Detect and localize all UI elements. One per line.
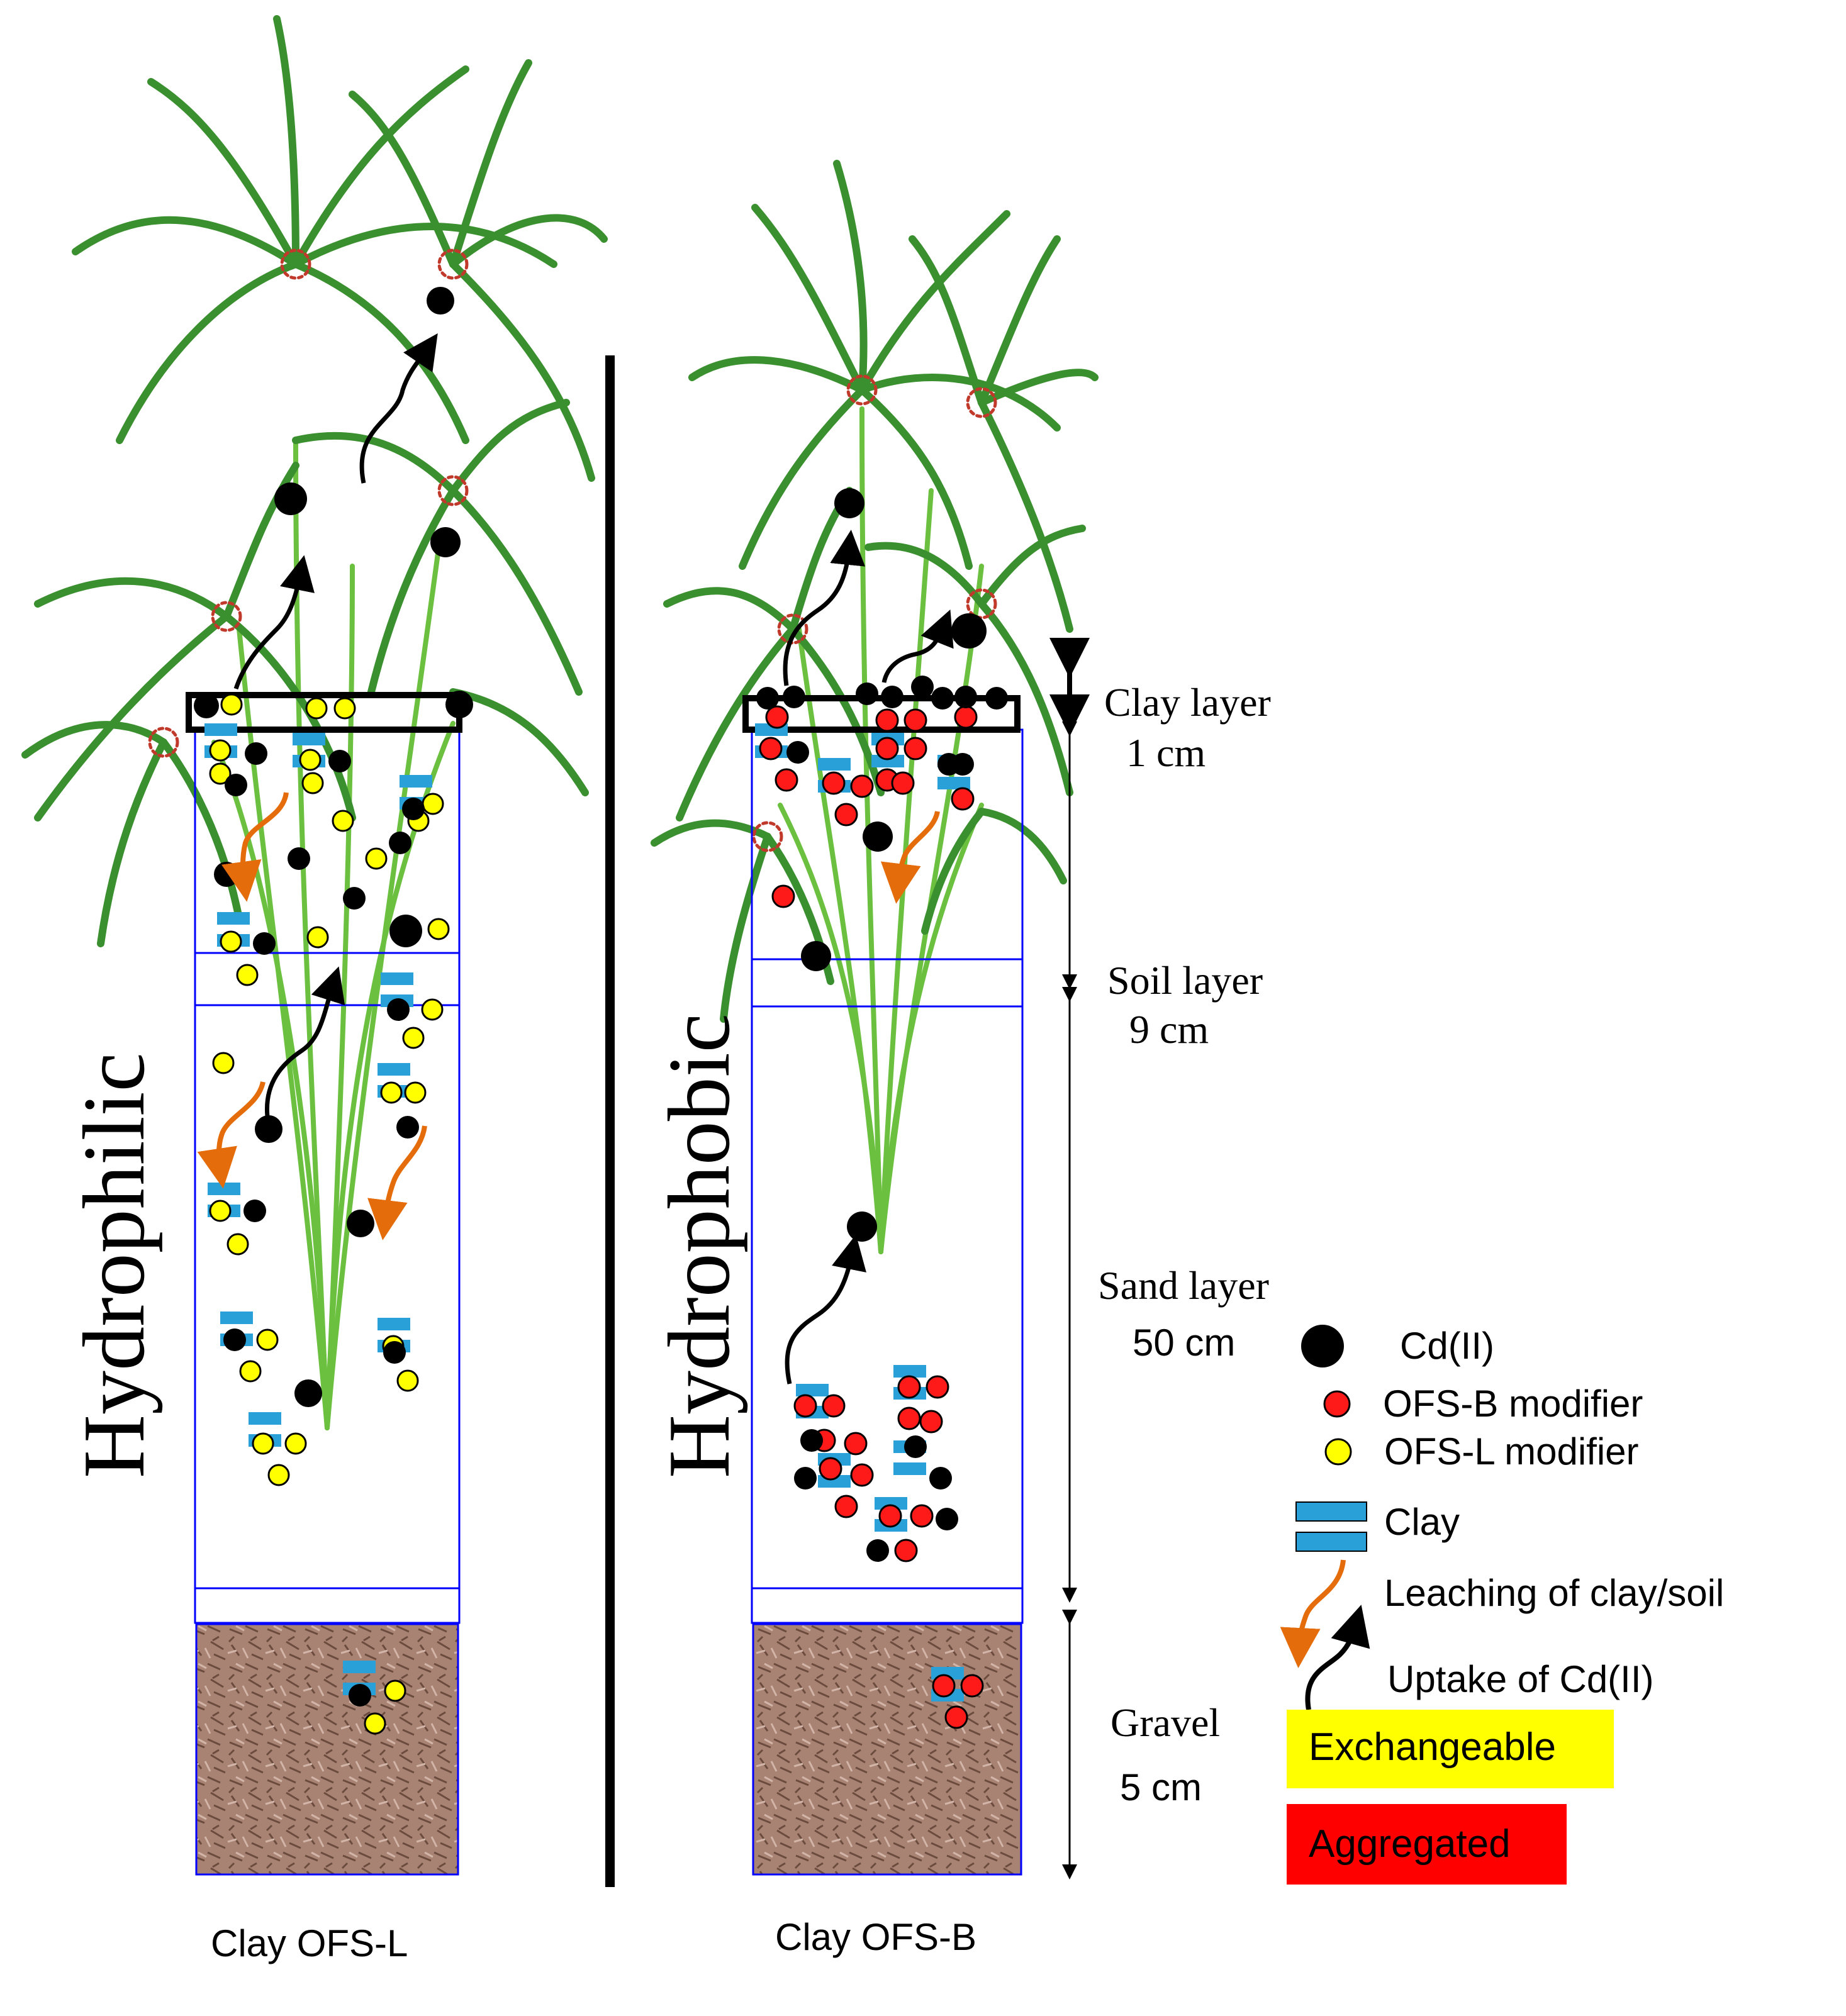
left-plant: [21, 15, 608, 1430]
right-cd-particles: [756, 488, 1008, 1562]
column-divider: [605, 355, 615, 1887]
legend-cd-symbol: [1301, 1325, 1344, 1367]
clay-layer-depth: 1 cm: [1126, 730, 1205, 775]
soil-layer-label: Soil layer: [1107, 958, 1263, 1003]
left-plant-stems: [211, 438, 456, 1430]
legend-ofs-l-symbol: [1324, 1438, 1352, 1466]
right-plant-flowers: [752, 374, 997, 852]
clay-layer-label: Clay layer: [1104, 680, 1271, 725]
legend-cd-label: Cd(II): [1400, 1325, 1494, 1367]
left-plant-flowers: [148, 248, 469, 758]
sand-layer-label: Sand layer: [1098, 1263, 1269, 1308]
legend-uptake-label: Uptake of Cd(II): [1387, 1658, 1654, 1700]
legend-leaching-arrow: [1280, 1559, 1346, 1668]
legend-aggregated-label: Aggregated: [1309, 1822, 1511, 1866]
right-column: [651, 160, 1099, 1876]
legend-clay-label: Clay: [1384, 1501, 1460, 1543]
hydrophilic-label: Hydrophilic: [65, 1052, 163, 1478]
left-column-outline: [194, 728, 461, 1624]
left-gravel-layer: [195, 1623, 459, 1876]
hydrophobic-label: Hydrophobic: [651, 1013, 748, 1478]
right-ofs-b-modifiers: [759, 705, 984, 1729]
sand-layer-depth: 50 cm: [1133, 1322, 1235, 1364]
legend-clay-symbol: [1295, 1501, 1367, 1552]
legend-aggregated-box: [1287, 1804, 1567, 1885]
soil-layer-depth: 9 cm: [1129, 1007, 1209, 1052]
left-leaching-arrows: [197, 792, 427, 1240]
legend-ofs-b-label: OFS-B modifier: [1383, 1383, 1643, 1425]
legend-exchangeable-box: [1287, 1710, 1614, 1788]
right-leaching-arrows: [880, 811, 940, 904]
legend-exchangeable-label: Exchangeable: [1309, 1725, 1556, 1769]
left-column: [21, 15, 608, 1876]
legend: Cd(II) OFS-B modifier OFS-L modifier Cla…: [1280, 1325, 1724, 1885]
gravel-label: Gravel: [1110, 1700, 1220, 1745]
legend-ofs-b-symbol: [1323, 1390, 1351, 1418]
left-plant-leaves: [21, 15, 608, 947]
right-gravel-layer: [752, 1623, 1022, 1876]
left-cd-particles: [194, 287, 473, 1707]
gravel-depth: 5 cm: [1120, 1766, 1202, 1808]
legend-ofs-l-label: OFS-L modifier: [1384, 1430, 1639, 1473]
legend-leaching-label: Leaching of clay/soil: [1384, 1572, 1724, 1614]
left-uptake-arrows: [233, 333, 438, 1117]
right-uptake-arrows: [783, 530, 954, 1384]
right-plant-leaves: [651, 160, 1099, 1023]
right-column-caption: Clay OFS-B: [775, 1916, 976, 1958]
left-column-caption: Clay OFS-L: [211, 1922, 408, 1964]
legend-uptake-arrow: [1305, 1605, 1370, 1710]
